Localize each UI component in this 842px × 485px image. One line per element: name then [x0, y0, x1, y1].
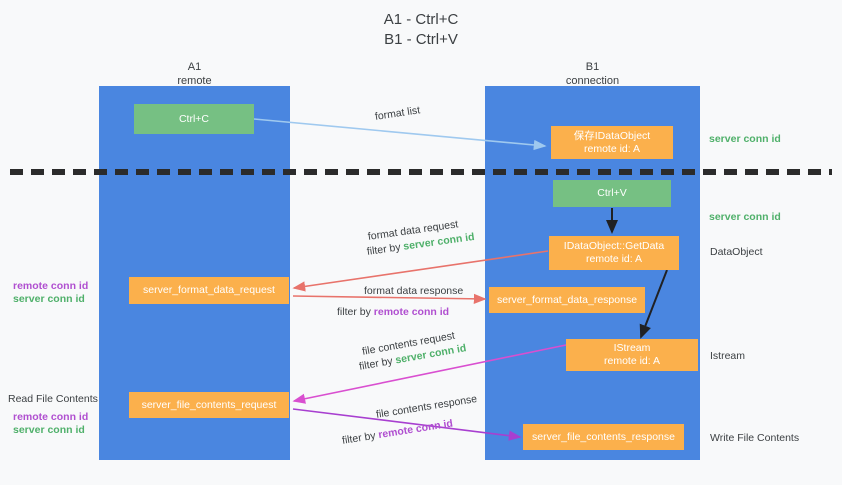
box-ctrl-c[interactable]: Ctrl+C [134, 104, 254, 134]
edge-label-file-contents-response: file contents response [375, 393, 478, 421]
column-header-a1: A1 remote [99, 60, 290, 88]
box-ctrl-c-label: Ctrl+C [178, 112, 210, 125]
annotation-file-remote-conn-id: remote conn id [13, 411, 89, 423]
edge-label-format-list: format list [374, 104, 421, 123]
annotation-write-file-contents: Write File Contents [710, 432, 800, 444]
box-server-format-data-request-label: server_format_data_request [143, 284, 275, 296]
column-b1-name: B1 [585, 61, 600, 73]
filter-value-remote-conn-id: remote conn id [377, 417, 454, 442]
filter-prefix: filter by [337, 306, 371, 318]
box-save-idataobject-sub: remote id: A [583, 142, 641, 155]
box-ctrl-v-label: Ctrl+V [597, 187, 627, 199]
box-getdata-label: IDataObject::GetData [563, 240, 665, 252]
box-server-file-contents-request[interactable]: server_file_contents_request [129, 392, 289, 418]
column-a1-role: remote [177, 75, 212, 87]
filter-prefix: filter by [341, 429, 377, 447]
box-istream-sub: remote id: A [603, 355, 661, 367]
diagram-title: A1 - Ctrl+C B1 - Ctrl+V [0, 10, 842, 50]
filter-value-remote-conn-id: remote conn id [373, 306, 450, 318]
annotation-format-remote-conn-id: remote conn id [13, 280, 89, 292]
box-istream[interactable]: IStream remote id: A [566, 339, 698, 371]
column-b1-role: connection [565, 75, 620, 87]
box-server-format-data-request[interactable]: server_format_data_request [129, 277, 289, 304]
edge-label-format-data-response: format data response [364, 285, 464, 297]
annotation-dataobject: DataObject [710, 246, 763, 258]
box-istream-label: IStream [613, 342, 651, 354]
box-server-file-contents-request-label: server_file_contents_request [141, 398, 277, 411]
annotation-read-file-contents: Read File Contents [8, 393, 98, 405]
phase-divider [10, 169, 832, 175]
box-getdata-sub: remote id: A [585, 253, 643, 265]
title-line-1: A1 - Ctrl+C [383, 11, 459, 28]
column-a1-name: A1 [187, 61, 202, 73]
box-server-format-data-response-label: server_format_data_response [496, 293, 638, 306]
box-server-format-data-response[interactable]: server_format_data_response [489, 287, 645, 313]
edge-label-format-data-response-filter: filter by remote conn id [337, 305, 449, 319]
filter-prefix: filter by [366, 241, 402, 258]
box-ctrl-v[interactable]: Ctrl+V [553, 180, 671, 207]
title-line-2: B1 - Ctrl+V [384, 31, 458, 48]
annotation-istream: Istream [710, 350, 746, 362]
annotation-server-conn-id-mid: server conn id [709, 211, 781, 223]
box-idataobject-getdata[interactable]: IDataObject::GetData remote id: A [549, 236, 679, 270]
edge-label-file-contents-response-filter: filter by remote conn id [341, 416, 454, 447]
annotation-server-conn-id-top: server conn id [709, 133, 781, 145]
annotation-file-server-conn-id: server conn id [13, 424, 85, 436]
annotation-format-server-conn-id: server conn id [13, 293, 85, 305]
box-server-file-contents-response-label: server_file_contents_response [531, 430, 675, 443]
box-save-idataobject-label: 保存IDataObject [573, 129, 651, 142]
box-save-idataobject[interactable]: 保存IDataObject remote id: A [551, 126, 673, 159]
column-header-b1: B1 connection [485, 60, 700, 88]
box-server-file-contents-response[interactable]: server_file_contents_response [523, 424, 684, 450]
